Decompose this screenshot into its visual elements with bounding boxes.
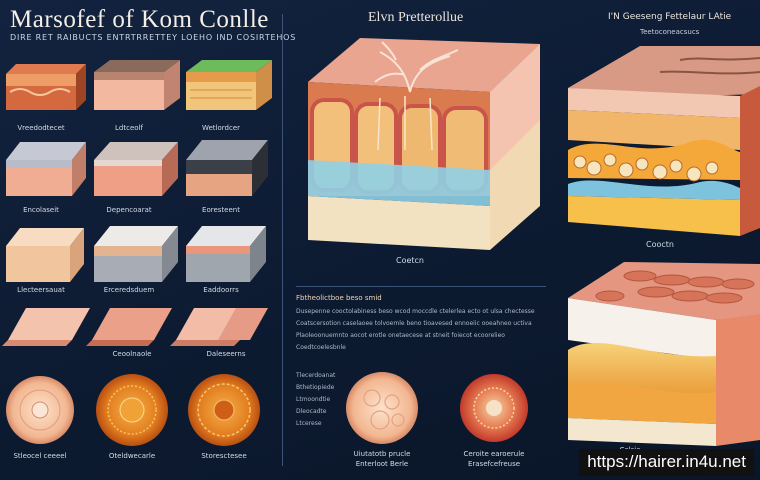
circle-label-3: Storesctesee <box>201 452 247 460</box>
block-label-5: Depencoarat <box>106 206 152 214</box>
center-text-line-2: Coatscersotion caselaoee tolvoemle beno … <box>296 320 532 327</box>
side-line-4: Dleocadte <box>296 408 327 415</box>
skin-cross-section-block <box>308 38 540 250</box>
center-circle-caption-1a: Uiutatotb prucle <box>353 450 411 458</box>
watermark-url: https://hairer.in4u.net <box>579 449 754 476</box>
right-title: I'N Geeseng Fettelaur LAtie <box>608 12 732 22</box>
right-skin-block-bottom <box>568 262 760 446</box>
center-title: Elvn Pretterollue <box>368 10 464 25</box>
side-line-5: Ltcerese <box>296 420 322 427</box>
center-text-line-4: Coedtcoelesbnle <box>296 344 346 351</box>
tissue-block-7 <box>6 228 84 282</box>
divider-left-center <box>282 14 283 466</box>
page-subtitle: DIRE RET RAIBUCTS ENTRTRRETTEY LOEHO IND… <box>10 33 297 42</box>
cell-circle-1 <box>6 376 74 444</box>
center-text-heading: Fbtheolictboe beso smid <box>296 294 382 302</box>
side-line-2: Bthetiopiede <box>296 384 335 391</box>
center-circle-caption-2b: Erasefcefreuse <box>467 460 521 468</box>
block-label-2: Ldtceolf <box>115 124 143 132</box>
center-circle-caption-2a: Ceroite earoerule <box>463 450 525 458</box>
circle-label-1: Stleocel ceeeel <box>13 452 67 460</box>
block-label-1: Vreedodtecet <box>17 124 65 132</box>
tissue-block-1 <box>6 64 86 110</box>
side-line-3: Ltmoondtie <box>296 396 331 403</box>
center-circle-1 <box>346 372 418 444</box>
block-label-9: Eaddoorrs <box>203 286 239 294</box>
cell-circle-3 <box>188 374 260 446</box>
center-circle-caption-1b: Enterloot Berle <box>355 460 409 468</box>
center-text-line-3: Plaoleoonuemnto aocot erotle onetaecese … <box>296 332 505 339</box>
center-text-line-1: Dusepenne cooctolabiness beso wcod moccd… <box>296 308 535 315</box>
center-circle-2 <box>460 374 528 442</box>
tissue-block-9 <box>186 226 266 282</box>
right-skin-block-top <box>568 46 760 236</box>
block-label-8: Erceredsduem <box>103 286 155 294</box>
right-top-caption: Cooctn <box>646 240 674 249</box>
tissue-block-8 <box>94 226 178 282</box>
tissue-block-3 <box>186 60 272 110</box>
tissue-block-5 <box>94 142 178 196</box>
strip-label-2: Daleseerns <box>206 350 246 358</box>
tissue-block-4 <box>6 142 86 196</box>
block-label-4: Encolaseit <box>23 206 59 214</box>
page-title: Marsofef of Kom Conlle <box>10 6 269 33</box>
block-label-6: Eoresteent <box>202 206 240 214</box>
divider-center-text <box>296 286 546 287</box>
cell-circle-2 <box>96 374 168 446</box>
circle-label-2: Oteldwecarle <box>108 452 156 460</box>
tissue-block-6 <box>186 140 268 196</box>
strip-label-1: Ceoolnaole <box>112 350 152 358</box>
side-line-1: Tlecerdoanat <box>296 372 336 379</box>
block-label-3: Wetlordcer <box>201 124 241 132</box>
right-subtitle: Teetoconeacsucs <box>640 28 700 36</box>
center-block-caption: Coetcn <box>395 256 424 265</box>
skin-strip-row <box>2 308 268 346</box>
tissue-block-2 <box>94 60 180 110</box>
block-label-7: Llecteersauat <box>17 286 65 294</box>
